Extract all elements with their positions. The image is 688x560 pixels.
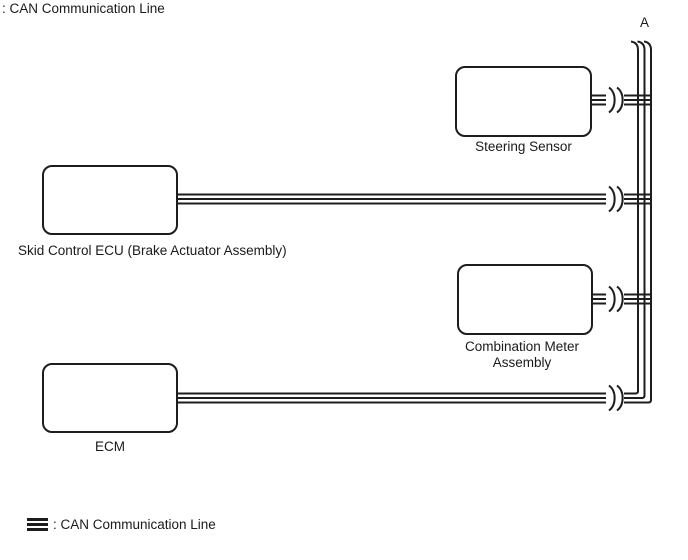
node-box-ecm [42, 363, 178, 433]
line-break-marks [608, 86, 624, 412]
header-label: : CAN Communication Line [2, 1, 165, 16]
branch-skid-control-ecu [178, 193, 652, 205]
branch-steering-sensor [592, 94, 652, 106]
can-main-bus-line [624, 40, 652, 404]
node-label-skid-control-ecu: Skid Control ECU (Brake Actuator Assembl… [18, 243, 287, 258]
bus-connector-a-label: A [639, 15, 649, 30]
node-label-steering-sensor: Steering Sensor [475, 139, 572, 154]
node-label-ecm: ECM [95, 439, 125, 454]
legend-label: : CAN Communication Line [53, 517, 216, 532]
can-line-icon [27, 518, 48, 531]
branch-ecm [178, 392, 606, 404]
legend: : CAN Communication Line [27, 517, 216, 532]
node-box-steering-sensor [455, 66, 592, 137]
node-box-skid-control-ecu [42, 165, 178, 235]
node-label-combination-meter: Combination Meter Assembly [464, 339, 580, 371]
branch-combination-meter [593, 293, 652, 305]
node-box-combination-meter [457, 264, 593, 335]
